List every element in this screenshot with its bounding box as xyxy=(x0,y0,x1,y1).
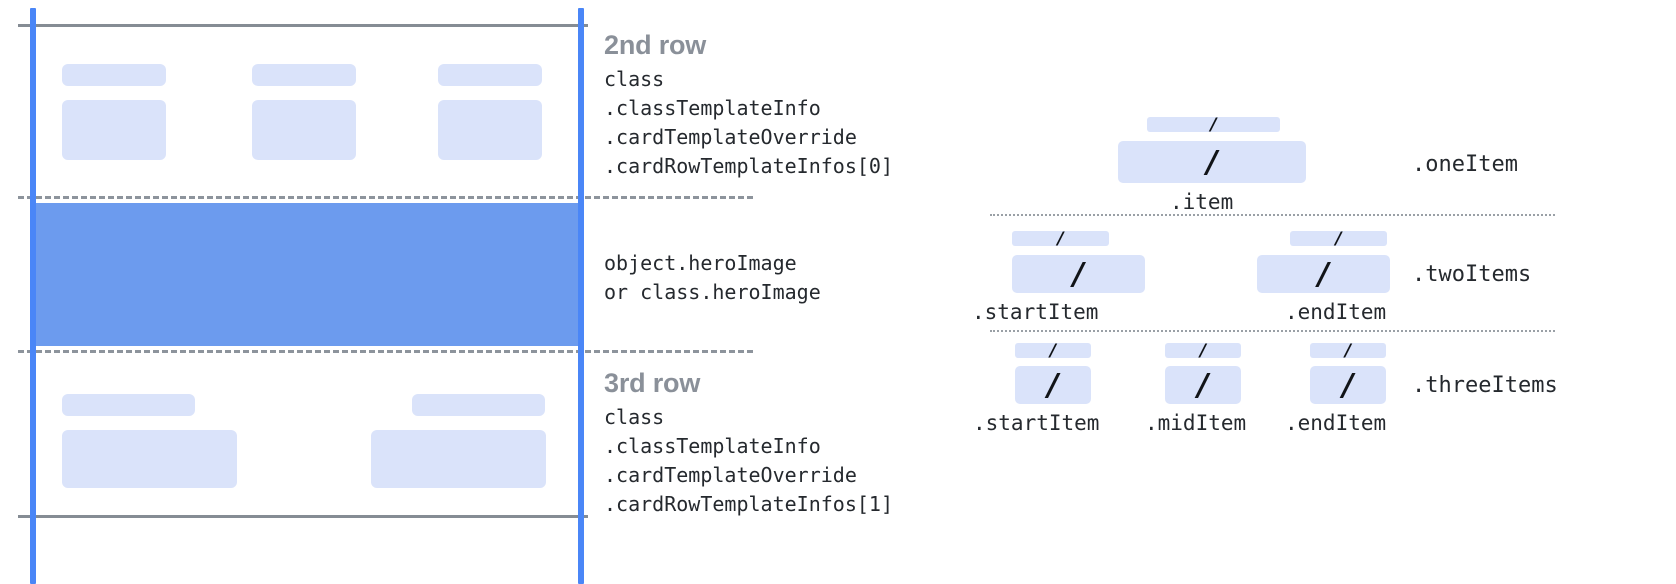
second-row-title: 2nd row xyxy=(604,30,707,60)
slot-name-label: .startItem xyxy=(972,300,1099,324)
placeholder-value xyxy=(62,100,166,160)
slash-icon: / xyxy=(1073,256,1084,292)
hero-code-0: object.heroImage xyxy=(604,251,797,275)
group-name-three-items: .threeItems xyxy=(1412,373,1558,398)
card-right-guide-line xyxy=(578,8,584,584)
hero-image-band xyxy=(34,203,583,346)
second-row-annotation: 2nd row class .classTemplateInfo .cardTe… xyxy=(604,30,893,181)
slot-value-box: / xyxy=(1015,366,1091,404)
slot-label-bar: / xyxy=(1015,340,1091,361)
slot-label-bar: / xyxy=(1165,340,1241,361)
slot-label-bar: / xyxy=(1012,228,1109,249)
slash-icon: / xyxy=(1342,367,1354,403)
slot-name-label: .endItem xyxy=(1285,411,1387,435)
group-name-one-item: .oneItem xyxy=(1412,152,1518,177)
slot-name-label: .endItem xyxy=(1285,300,1387,324)
legend-divider-1 xyxy=(990,214,1555,216)
legend-divider-2 xyxy=(990,330,1555,332)
item-layout-legend: / / .item .oneItem / / .startItem / / .e… xyxy=(960,0,1676,584)
slash-icon: / xyxy=(1210,114,1217,135)
slash-icon: / xyxy=(1199,340,1207,361)
slot-value-box: / xyxy=(1310,366,1386,404)
slot-value-box: / xyxy=(1165,366,1241,404)
placeholder-label xyxy=(62,64,166,86)
slash-icon: / xyxy=(1197,367,1209,403)
placeholder-value xyxy=(371,430,546,488)
slot-name-label: .startItem xyxy=(973,411,1100,435)
slash-icon: / xyxy=(1206,144,1218,180)
slash-icon: / xyxy=(1057,228,1064,249)
second-row-code-2: .cardTemplateOverride xyxy=(604,125,857,150)
placeholder-label xyxy=(252,64,356,86)
placeholder-value xyxy=(252,100,356,160)
third-row-code-0: class xyxy=(604,405,665,430)
placeholder-label xyxy=(438,64,542,86)
third-row-code-1: .classTemplateInfo xyxy=(604,434,821,459)
third-row-title: 3rd row xyxy=(604,368,701,398)
slash-icon: / xyxy=(1047,367,1059,403)
placeholder-label xyxy=(62,394,195,416)
row-divider-lower xyxy=(18,350,753,353)
slot-name-label: .midItem xyxy=(1145,411,1247,435)
slot-value-box: / xyxy=(1012,255,1145,293)
card-left-guide-line xyxy=(30,8,36,584)
slash-icon: / xyxy=(1344,340,1352,361)
second-row-code-0: class xyxy=(604,67,665,92)
card-template-preview xyxy=(0,0,753,584)
row-divider-upper xyxy=(18,196,753,199)
slash-icon: / xyxy=(1335,228,1342,249)
placeholder-value xyxy=(62,430,237,488)
slot-value-box: / xyxy=(1257,255,1390,293)
card-bottom-rule xyxy=(18,515,588,518)
hero-image-annotation: object.heroImage or class.heroImage xyxy=(604,249,821,307)
slot-name-label: .item xyxy=(1170,190,1234,214)
slot-label-bar: / xyxy=(1310,340,1386,361)
slot-label-bar: / xyxy=(1290,228,1387,249)
card-top-rule xyxy=(18,24,588,27)
slot-label-bar: / xyxy=(1147,114,1280,135)
placeholder-label xyxy=(412,394,545,416)
placeholder-value xyxy=(438,100,542,160)
hero-code-1: or class.heroImage xyxy=(604,280,821,304)
group-name-two-items: .twoItems xyxy=(1412,262,1532,287)
second-row-code-1: .classTemplateInfo xyxy=(604,96,821,121)
second-row-code-3: .cardRowTemplateInfos[0] xyxy=(604,154,893,179)
third-row-code-3: .cardRowTemplateInfos[1] xyxy=(604,492,893,517)
third-row-annotation: 3rd row class .classTemplateInfo .cardTe… xyxy=(604,368,893,519)
third-row-code-2: .cardTemplateOverride xyxy=(604,463,857,488)
slash-icon: / xyxy=(1049,340,1057,361)
slot-value-box: / xyxy=(1118,141,1306,183)
slash-icon: / xyxy=(1318,256,1329,292)
